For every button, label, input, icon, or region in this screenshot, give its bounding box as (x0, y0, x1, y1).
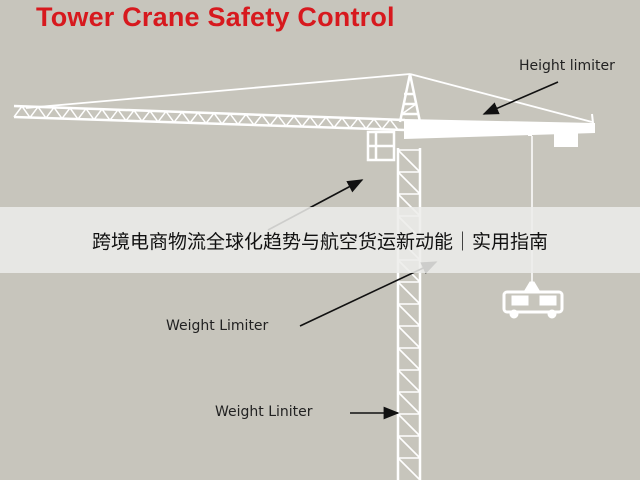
overlay-banner: 跨境电商物流全球化趋势与航空货运新动能｜实用指南 (0, 207, 640, 273)
tower-top (398, 73, 422, 123)
operator-cab (366, 130, 396, 162)
banner-text: 跨境电商物流全球化趋势与航空货运新动能｜实用指南 (91, 230, 548, 253)
height-limiter-arrow (482, 81, 559, 115)
crane-mast (396, 148, 422, 480)
crane-jib (13, 104, 406, 132)
height-limiter-label: Height limiter (519, 58, 615, 74)
weight-limiter-label: Weight Limiter (166, 318, 269, 334)
counter-jib (404, 113, 595, 147)
diagram-title: Tower Crane Safety Control (36, 2, 395, 32)
weight-limiter-label-lower: Weight Liniter (215, 404, 313, 420)
tie-lines (25, 73, 593, 123)
